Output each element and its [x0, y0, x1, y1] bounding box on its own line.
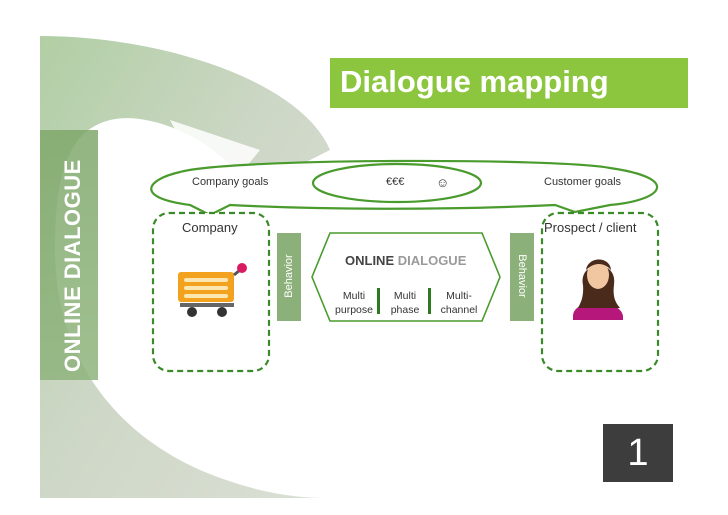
- goals-oval: [150, 159, 659, 217]
- customer-goals-label: Customer goals: [544, 176, 622, 188]
- shopping-cart-icon: [178, 263, 247, 317]
- client-label: Prospect / client: [544, 220, 637, 235]
- behavior-bar-left: [277, 233, 301, 321]
- slide-number: 1: [603, 424, 673, 482]
- column-line2: purpose: [335, 304, 373, 316]
- company-goals-label: Company goals: [192, 176, 269, 188]
- behavior-bar-right: [510, 233, 534, 321]
- page-title: Dialogue mapping: [340, 64, 609, 99]
- column-divider: [428, 288, 431, 314]
- money-label: €€€: [386, 176, 405, 188]
- column-line1: Multi: [342, 290, 366, 302]
- column-multi-channel: Multi- channel: [434, 289, 484, 317]
- online-dialogue-heading: ONLINE DIALOGUE: [345, 253, 466, 268]
- smiley-icon: ☺: [436, 175, 450, 190]
- shared-goals-oval: [311, 162, 483, 204]
- title-banner: [330, 58, 688, 108]
- online-word: ONLINE: [345, 253, 395, 268]
- company-label: Company: [182, 220, 238, 235]
- column-multi-phase: Multi phase: [383, 289, 427, 317]
- behavior-label-left: Behavior: [283, 254, 295, 298]
- column-line1: Multi-: [446, 290, 472, 302]
- column-line2: channel: [440, 304, 478, 316]
- column-multi-purpose: Multi purpose: [331, 289, 377, 317]
- dialogue-word: DIALOGUE: [397, 253, 467, 268]
- column-divider: [377, 288, 380, 314]
- online-dialogue-frame: [311, 232, 501, 322]
- column-line2: phase: [390, 304, 420, 316]
- woman-avatar-icon: [573, 259, 623, 320]
- column-line1: Multi: [393, 290, 417, 302]
- behavior-label-right: Behavior: [516, 254, 528, 298]
